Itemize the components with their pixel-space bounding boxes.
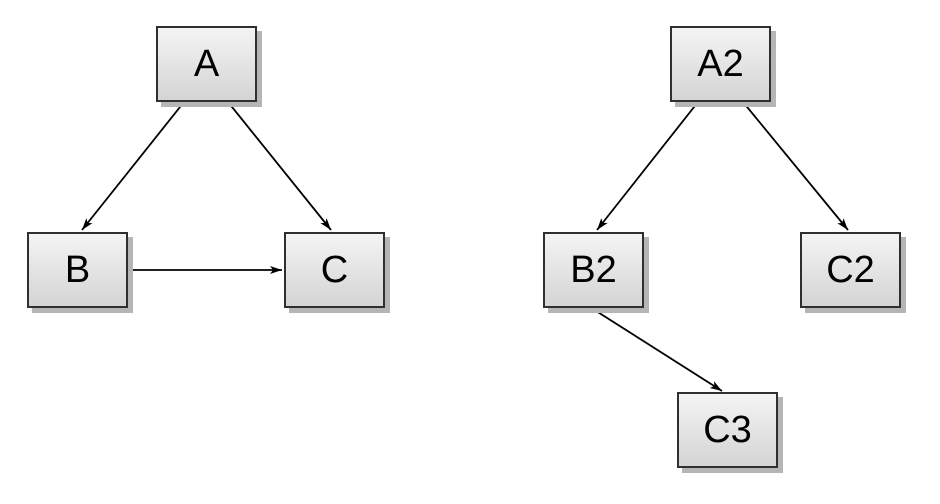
node-A2-label: A2 xyxy=(697,43,744,85)
node-B2-label: B2 xyxy=(570,249,617,291)
node-C2-label: C2 xyxy=(826,249,875,291)
edge-A-C xyxy=(227,101,332,231)
node-C-label: C xyxy=(320,249,349,291)
edge-A2-C2 xyxy=(742,101,849,231)
node-B: B xyxy=(27,232,128,308)
node-C: C xyxy=(284,232,385,308)
node-C2: C2 xyxy=(800,232,901,308)
node-A: A xyxy=(156,26,257,102)
edge-A2-B2 xyxy=(596,101,699,231)
node-A-label: A xyxy=(193,43,220,85)
edge-B2-C3 xyxy=(592,308,723,392)
node-B-label: B xyxy=(64,249,91,291)
node-B2: B2 xyxy=(543,232,644,308)
edge-A-B xyxy=(81,101,185,231)
node-C3-label: C3 xyxy=(703,409,752,451)
node-A2: A2 xyxy=(670,26,771,102)
node-C3: C3 xyxy=(677,392,778,468)
